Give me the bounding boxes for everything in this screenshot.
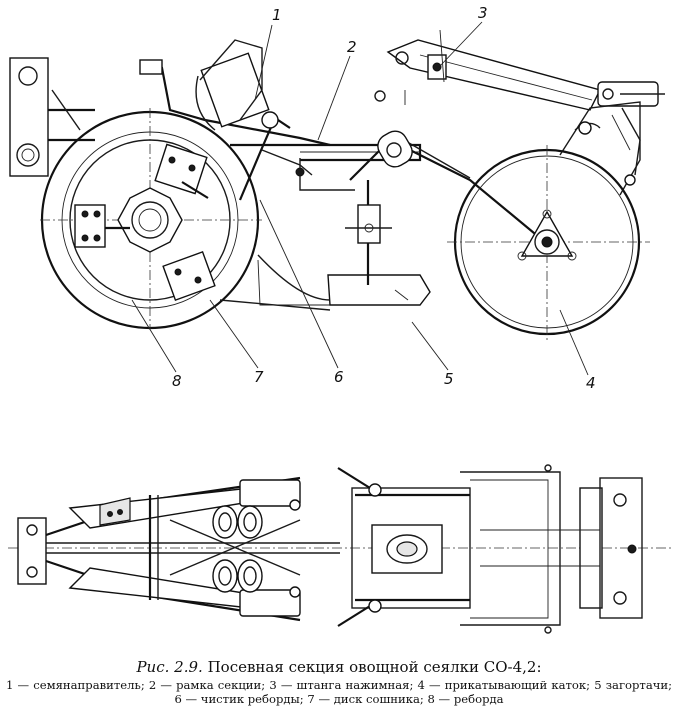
callout-leaders (131, 21, 589, 376)
legend-item-7: 7 — диск сошника; (307, 692, 424, 706)
hitch-plate (9, 57, 49, 177)
figure-title: Посевная секция овощной сеялки СО-4,2: (207, 658, 542, 676)
coverer (327, 274, 431, 306)
callout-7: 7 (254, 368, 264, 386)
pressure-bar (386, 39, 602, 111)
figure-caption: Рис. 2.9. Посевная секция овощной сеялки… (0, 658, 678, 706)
flange-cleaner (238, 116, 291, 201)
callout-4: 4 (586, 374, 596, 392)
drawing-area: 1 2 3 4 5 6 7 8 (8, 4, 672, 634)
side-view (9, 29, 665, 340)
top-view (8, 464, 672, 634)
caption-title: Рис. 2.9. Посевная секция овощной сеялки… (0, 658, 678, 676)
legend-item-5: 5 загортачи; (594, 678, 673, 692)
callout-1: 1 (272, 6, 282, 24)
callout-3: 3 (478, 4, 488, 22)
disc-hub (117, 187, 183, 253)
callout-5: 5 (444, 370, 454, 388)
caption-legend: 1 — семянаправитель; 2 — рамка секции; 3… (0, 678, 678, 706)
legend-item-6: 6 — чистик реборды; (174, 692, 304, 706)
figure-number: Рис. 2.9. (136, 658, 203, 676)
wheel-hub (520, 210, 574, 257)
callout-2: 2 (347, 38, 357, 56)
legend-item-8: 8 — реборда (427, 692, 504, 706)
legend-item-2: 2 — рамка секции; (148, 678, 266, 692)
technical-drawing: 1 2 3 4 5 6 7 8 (8, 4, 672, 634)
legend-item-3: 3 — штанга нажимная; (269, 678, 414, 692)
legend-item-1: 1 — семянаправитель; (6, 678, 145, 692)
legend-item-4: 4 — прикатывающий каток; (417, 678, 591, 692)
callout-6: 6 (334, 368, 344, 386)
callout-8: 8 (172, 372, 182, 390)
